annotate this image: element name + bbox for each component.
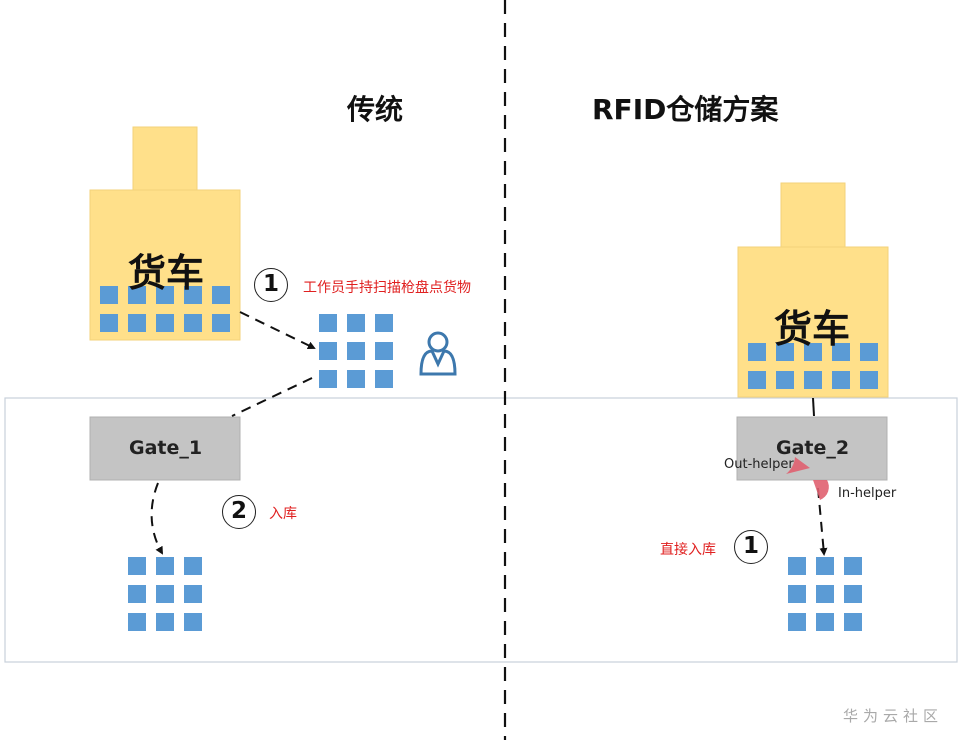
- gate-label-rfid: Gate_2: [776, 437, 850, 459]
- gate-rfid: [736, 416, 888, 481]
- cargo-box: [844, 557, 862, 575]
- stored-cargo-rfid: [788, 557, 862, 631]
- cargo-box: [184, 314, 202, 332]
- gate-traditional: [89, 416, 241, 481]
- line-scan-to-gate: [231, 377, 313, 417]
- scanned-cargo: [319, 314, 393, 388]
- cargo-box: [832, 343, 850, 361]
- cargo-box: [156, 286, 174, 304]
- step-marker-1-traditional: 1: [254, 268, 288, 302]
- truck-traditional: [89, 126, 241, 341]
- heading-traditional: 传统: [347, 93, 404, 126]
- out-helper-label: Out-helper: [724, 457, 794, 472]
- cargo-box: [347, 342, 365, 360]
- truck-cab: [780, 182, 846, 248]
- cargo-box: [375, 342, 393, 360]
- cargo-box: [184, 557, 202, 575]
- cargo-box: [816, 613, 834, 631]
- step-note-direct-store: 直接入库: [660, 542, 716, 558]
- cargo-box: [844, 585, 862, 603]
- cargo-box: [860, 371, 878, 389]
- cargo-box: [804, 343, 822, 361]
- cargo-box: [184, 286, 202, 304]
- cargo-box: [804, 371, 822, 389]
- cargo-box: [100, 286, 118, 304]
- rfid-sensor-icon: [813, 480, 829, 500]
- cargo-box: [788, 557, 806, 575]
- cargo-box: [184, 585, 202, 603]
- arrow-gate-to-storage: [150, 482, 163, 555]
- cargo-box: [184, 613, 202, 631]
- truck-cab: [132, 126, 198, 192]
- cargo-box: [156, 585, 174, 603]
- line-truck-to-gate: [812, 397, 815, 417]
- cargo-box: [347, 314, 365, 332]
- cargo-box: [816, 585, 834, 603]
- truck-rfid-cargo: [748, 343, 878, 389]
- cargo-box: [128, 286, 146, 304]
- cargo-box: [860, 343, 878, 361]
- step-marker-1-rfid: 1: [734, 530, 768, 564]
- cargo-box: [156, 314, 174, 332]
- watermark: 华为云社区: [843, 707, 944, 725]
- cargo-box: [375, 370, 393, 388]
- cargo-box: [212, 286, 230, 304]
- cargo-box: [788, 585, 806, 603]
- cargo-box: [347, 370, 365, 388]
- step-note-store: 入库: [269, 506, 297, 522]
- in-helper-label: In-helper: [838, 486, 897, 501]
- truck-rfid: [737, 182, 889, 398]
- rfid-sensor-icon: [786, 457, 810, 474]
- stored-cargo-traditional: [128, 557, 202, 631]
- cargo-box: [100, 314, 118, 332]
- cargo-box: [128, 613, 146, 631]
- cargo-box: [319, 342, 337, 360]
- cargo-box: [788, 613, 806, 631]
- cargo-box: [128, 557, 146, 575]
- cargo-box: [832, 371, 850, 389]
- cargo-box: [816, 557, 834, 575]
- cargo-box: [375, 314, 393, 332]
- arrow-truck-to-scan: [239, 311, 316, 349]
- cargo-box: [748, 343, 766, 361]
- cargo-box: [128, 585, 146, 603]
- gate-label-traditional: Gate_1: [129, 437, 203, 459]
- cargo-box: [748, 371, 766, 389]
- truck-label-traditional: 货车: [128, 251, 205, 295]
- cargo-box: [776, 343, 794, 361]
- cargo-box: [319, 370, 337, 388]
- step-note-scan: 工作员手持扫描枪盘点货物: [303, 280, 471, 296]
- step-marker-2-traditional: 2: [222, 495, 256, 529]
- cargo-box: [128, 314, 146, 332]
- cargo-box: [212, 314, 230, 332]
- cargo-box: [319, 314, 337, 332]
- cargo-box: [156, 557, 174, 575]
- cargo-box: [844, 613, 862, 631]
- truck-label-rfid: 货车: [774, 307, 851, 351]
- truck-traditional-cargo: [100, 286, 230, 332]
- arrow-gate-to-storage-rfid: [817, 487, 828, 556]
- cargo-box: [156, 613, 174, 631]
- worker-icon: [419, 331, 457, 376]
- cargo-box: [776, 371, 794, 389]
- heading-rfid: RFID仓储方案: [592, 93, 779, 126]
